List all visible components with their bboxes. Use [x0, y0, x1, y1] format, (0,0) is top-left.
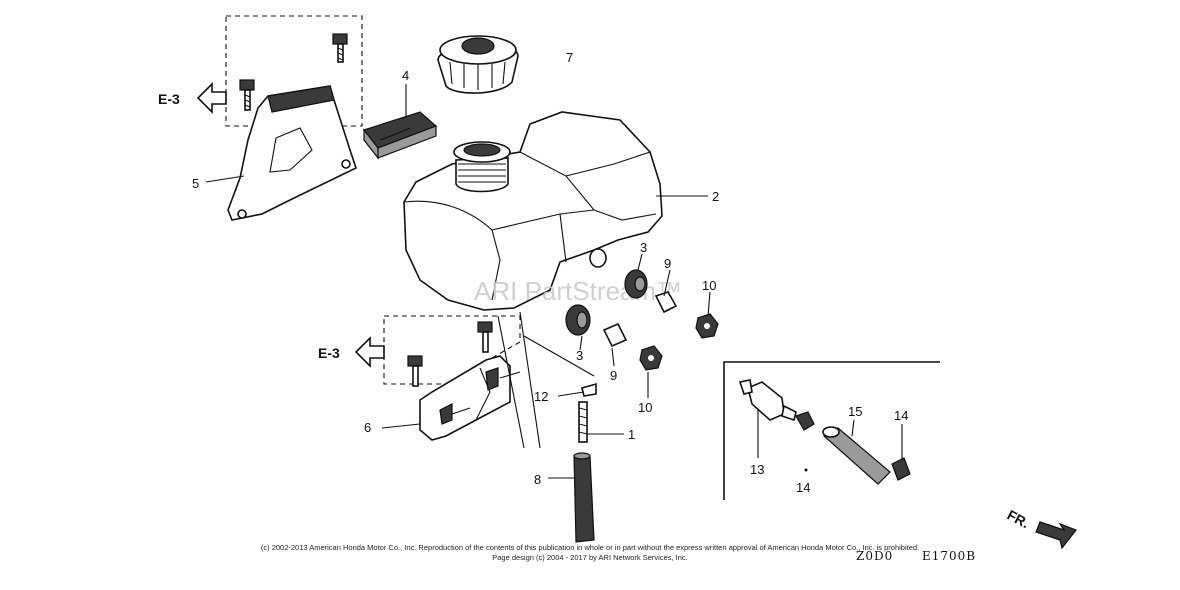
- figure-code-right: E1700B: [922, 549, 976, 563]
- copyright-notice: (c) 2002-2013 American Honda Motor Co., …: [260, 543, 920, 552]
- callout-labels: 4 7 5 2 3 9 10 3 9 10 12 1 6 8 13 14 15 …: [192, 50, 908, 495]
- callout-14-right: 14: [894, 408, 908, 423]
- reference-arrow-upper: E-3: [158, 82, 227, 114]
- part-1-fuel-joint: [578, 401, 588, 443]
- callout-8: 8: [534, 472, 541, 487]
- bolt-lower-left: [407, 355, 423, 387]
- fuel-filter-inset: [723, 361, 940, 500]
- front-label: FR.: [1005, 507, 1032, 532]
- figure-code-left: Z0D0: [856, 549, 893, 563]
- part-3-grommet-left: [565, 304, 591, 336]
- part-14-clip-right: [891, 457, 911, 481]
- part-5-upper-bracket: [227, 85, 357, 221]
- front-direction-indicator: FR.: [1005, 507, 1077, 550]
- callout-9-left: 9: [610, 368, 617, 383]
- leader-lines: [205, 84, 903, 479]
- part-6-lower-bracket: [419, 355, 521, 441]
- part-14-clip-left: [795, 411, 815, 431]
- lower-bolt-group: [383, 315, 521, 387]
- callout-1: 1: [628, 427, 635, 442]
- part-12-clip: [581, 382, 597, 397]
- callout-10-right: 10: [702, 278, 716, 293]
- dot-marker: [804, 468, 808, 472]
- part-8-fuel-tube: [573, 452, 595, 543]
- upper-dashed-box: [225, 15, 363, 127]
- part-7-fuel-cap: [437, 35, 519, 94]
- callout-13: 13: [750, 462, 764, 477]
- bolt-upper-left: [239, 79, 255, 111]
- bolt-upper-right: [332, 33, 348, 63]
- part-10-nut-left: [639, 345, 663, 371]
- part-10-nut-right: [695, 313, 719, 339]
- reference-arrow-lower: E-3: [318, 336, 385, 368]
- page-design-notice: Page design (c) 2004 - 2017 by ARI Netwo…: [492, 553, 688, 562]
- callout-12: 12: [534, 389, 548, 404]
- callout-9-right: 9: [664, 256, 671, 271]
- upper-bolt-group: [225, 15, 363, 127]
- reference-label-lower: E-3: [318, 345, 340, 361]
- part-15-fuel-tube: [822, 426, 891, 485]
- part-3-grommet-right: [624, 269, 648, 299]
- callout-10-left: 10: [638, 400, 652, 415]
- bolt-lower-right: [477, 321, 493, 353]
- part-13-fuel-filter: [738, 379, 797, 422]
- callout-5: 5: [192, 176, 199, 191]
- reference-label-upper: E-3: [158, 91, 180, 107]
- part-9-collar-left: [602, 322, 628, 348]
- callout-7: 7: [566, 50, 573, 65]
- part-4-cushion-pad: [362, 111, 438, 160]
- part-2-fuel-tank: [403, 111, 663, 311]
- callout-2: 2: [712, 189, 719, 204]
- part-9-collar-right: [654, 291, 678, 314]
- callout-14-left: 14: [796, 480, 810, 495]
- callout-3-left: 3: [576, 348, 583, 363]
- watermark: ARI PartStream™: [474, 276, 682, 306]
- callout-15: 15: [848, 404, 862, 419]
- callout-6: 6: [364, 420, 371, 435]
- callout-3-right: 3: [640, 240, 647, 255]
- callout-4: 4: [402, 68, 409, 83]
